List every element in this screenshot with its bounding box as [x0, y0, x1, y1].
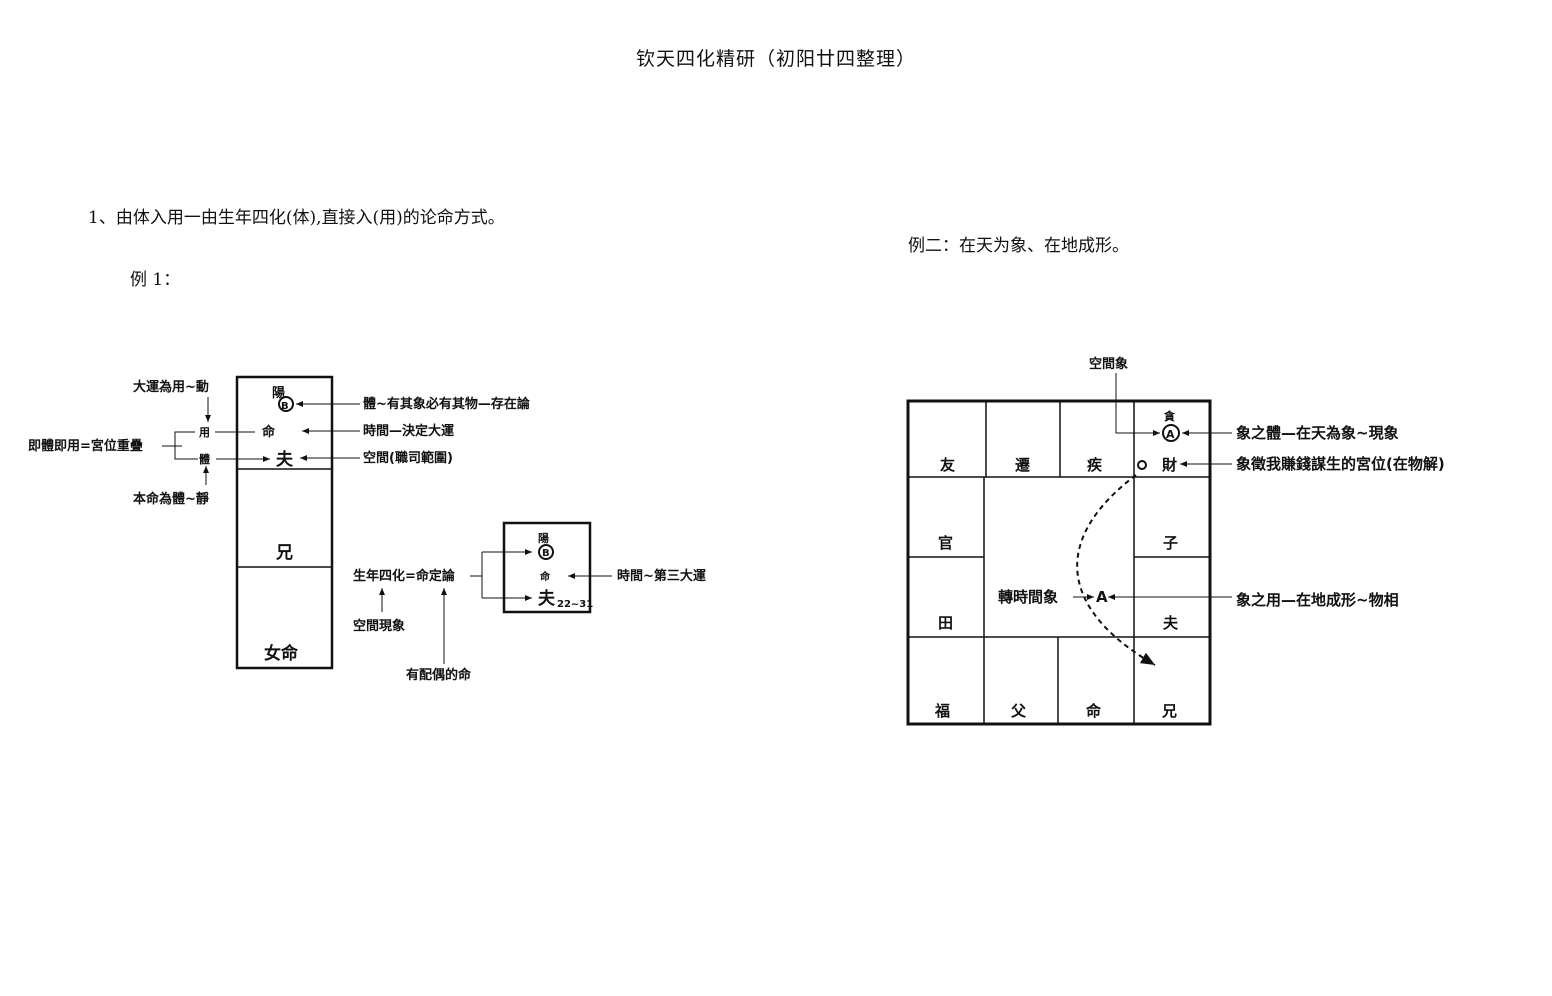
- box2-fu: 夫: [538, 588, 556, 609]
- palace-fu: 夫: [276, 449, 294, 470]
- note-time3: 時間~第三大運: [617, 568, 706, 584]
- palace: 夫: [1163, 614, 1179, 632]
- palace: 田: [938, 614, 953, 632]
- palace-xiong: 兄: [275, 543, 293, 563]
- note-cai: 象徵我賺錢謀生的宮位(在物解): [1236, 455, 1445, 473]
- note-ti: 體: [199, 452, 210, 466]
- box2-ming: 命: [539, 570, 551, 583]
- section-heading: 1、由体入用一由生年四化(体),直接入(用)的论命方式。: [88, 208, 505, 228]
- note-zhuan: 轉時間象: [998, 588, 1058, 606]
- palace: 財: [1161, 456, 1177, 474]
- star-tan: 貪: [1163, 409, 1176, 423]
- palace: 父: [1010, 702, 1027, 720]
- example-2-label: 例二：在天为象、在地成形。: [908, 236, 1129, 256]
- palace: 子: [1163, 534, 1178, 552]
- label-kongjianxiang: 空間象: [1089, 356, 1128, 372]
- palace: 友: [940, 456, 955, 474]
- palace: 遷: [1015, 456, 1030, 474]
- note-benming: 本命為體~靜: [133, 491, 209, 507]
- box2-star: 陽: [538, 531, 549, 545]
- mark-b: B: [281, 401, 289, 412]
- example-1-diagram: [162, 375, 612, 670]
- star-yang: 陽: [272, 385, 285, 401]
- note-xiang-yong: 象之用—在地成形~物相: [1236, 591, 1399, 609]
- document-title: 钦天四化精研（初阳廿四整理）: [635, 48, 916, 70]
- note-space: 空間(職司範圍): [363, 450, 453, 466]
- note-jiti: 即體即用=宮位重疊: [28, 438, 143, 454]
- palace: 疾: [1087, 456, 1103, 474]
- palace: 命: [1085, 702, 1102, 720]
- note-shengnian: 生年四化=命定論: [353, 568, 456, 584]
- note-dayun: 大運為用~動: [133, 379, 209, 395]
- mark-a: A: [1166, 428, 1175, 441]
- nu-ming: 女命: [264, 643, 299, 664]
- example-2-grid: [906, 373, 1232, 726]
- note-time: 時間—決定大運: [363, 423, 454, 439]
- note-xiang-ti: 象之體—在天為象~現象: [1236, 424, 1399, 442]
- palace: 福: [934, 702, 950, 720]
- box2-age: 22~31: [557, 599, 593, 610]
- box2-mark: B: [542, 548, 550, 559]
- example-1-label: 例 1：: [130, 270, 181, 290]
- palace: 官: [938, 534, 953, 552]
- note-yong: 用: [199, 426, 210, 439]
- palace-ming: 命: [261, 424, 276, 440]
- palace: 兄: [1161, 702, 1177, 720]
- note-kongjian: 空間現象: [353, 618, 405, 634]
- note-peiou: 有配偶的命: [406, 667, 472, 683]
- note-ti-exist: 體~有其象必有其物—存在論: [363, 396, 531, 412]
- mark-a-center: A: [1096, 588, 1108, 606]
